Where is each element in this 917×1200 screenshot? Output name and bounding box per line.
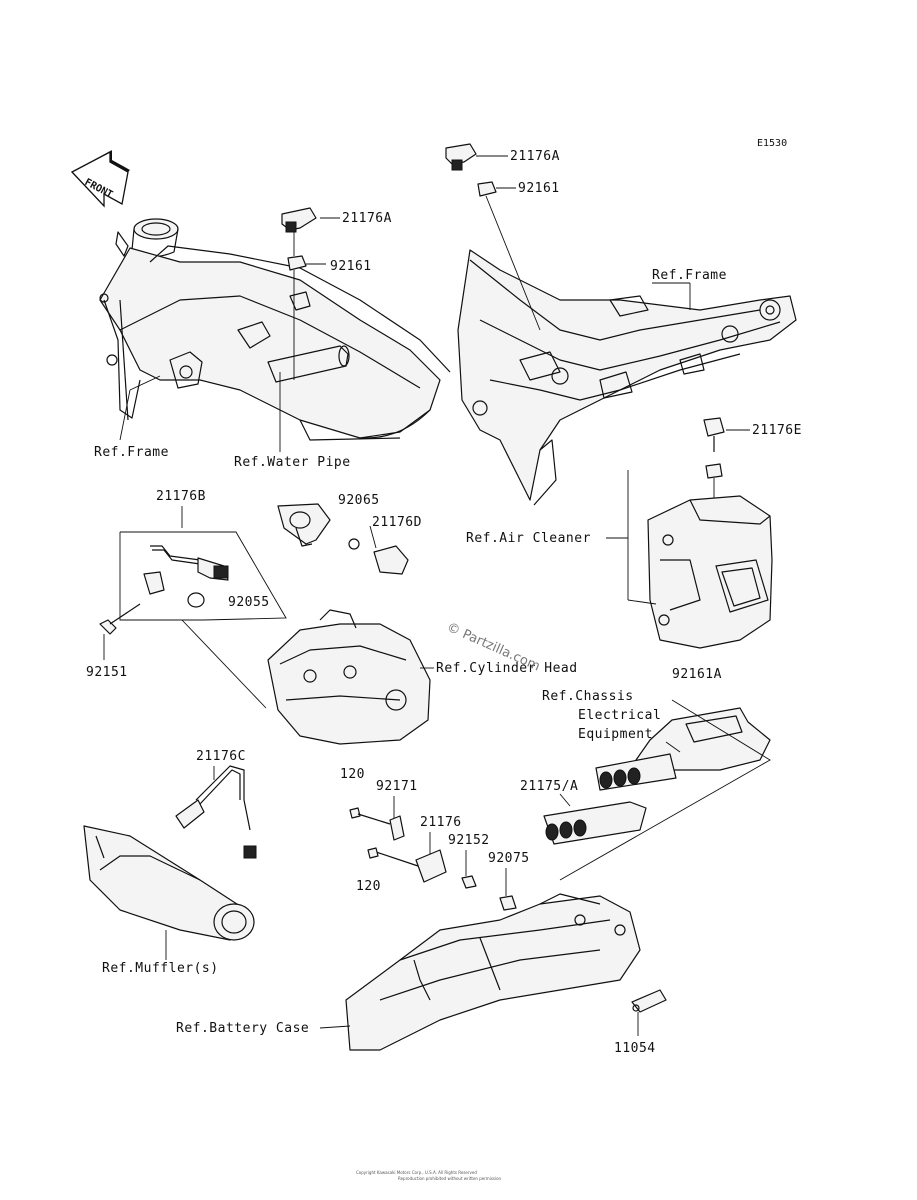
label-92161-top: 92161 [518, 181, 560, 196]
label-92161A: 92161A [672, 667, 722, 682]
sensor-21176 [367, 847, 447, 883]
ecu-21175A [543, 801, 647, 845]
label-21176A-left: 21176A [342, 211, 392, 226]
label-21176E: 21176E [752, 423, 802, 438]
label-ref-frame-left: Ref.Frame [94, 445, 169, 460]
nut-92152 [461, 875, 477, 889]
sensor-21176D [348, 525, 409, 575]
label-21176B: 21176B [156, 489, 206, 504]
bracket-11054 [631, 989, 667, 1013]
label-92161-left: 92161 [330, 259, 372, 274]
callout-box-21176B [119, 531, 287, 621]
label-92055: 92055 [228, 595, 270, 610]
label-ref-water-pipe: Ref.Water Pipe [234, 455, 351, 470]
footer-line-1: Copyright Kawasaki Motors Corp., U.S.A. … [356, 1170, 477, 1175]
label-21176D: 21176D [372, 515, 422, 530]
label-ref-cylinder-head: Ref.Cylinder Head [436, 661, 578, 676]
label-92171: 92171 [376, 779, 418, 794]
sensor-21176C [175, 765, 257, 859]
label-ref-chassis-2: Electrical [578, 708, 661, 723]
label-ref-air-cleaner: Ref.Air Cleaner [466, 531, 591, 546]
sensor-21176B [143, 545, 229, 608]
footer-line-2: Reproduction prohibited without written … [398, 1176, 502, 1181]
cylinder-head [267, 609, 431, 745]
bolt-120-top [349, 807, 391, 825]
label-21175A: 21175/A [520, 779, 578, 794]
label-21176A-top: 21176A [510, 149, 560, 164]
sensor-21176A-top [445, 143, 541, 331]
damper-92075 [499, 895, 517, 911]
label-ref-frame-right: Ref.Frame [652, 268, 727, 283]
frame-right-assembly [457, 249, 797, 506]
air-cleaner [647, 495, 773, 649]
clamp-92171 [389, 815, 405, 841]
battery-case [345, 893, 641, 1051]
label-92152: 92152 [448, 833, 490, 848]
label-92065: 92065 [338, 493, 380, 508]
front-arrow-icon: FRONT [70, 150, 130, 208]
label-21176: 21176 [420, 815, 462, 830]
label-11054: 11054 [614, 1041, 656, 1056]
bolt-92151 [99, 603, 141, 660]
label-120-bottom: 120 [356, 879, 381, 894]
housing-92065 [277, 503, 331, 547]
diagram-code: E1530 [757, 138, 787, 149]
label-92075: 92075 [488, 851, 530, 866]
muffler [83, 825, 255, 941]
label-92151: 92151 [86, 665, 128, 680]
label-ref-chassis-1: Ref.Chassis [542, 689, 634, 704]
label-21176C: 21176C [196, 749, 246, 764]
label-ref-battery-case: Ref.Battery Case [176, 1021, 309, 1036]
label-120-top: 120 [340, 767, 365, 782]
frame-left-assembly [99, 218, 451, 441]
sensor-21176A-left [281, 207, 340, 380]
label-ref-muffler: Ref.Muffler(s) [102, 961, 219, 976]
label-ref-chassis-3: Equipment [578, 727, 653, 742]
chassis-harness [595, 707, 771, 791]
